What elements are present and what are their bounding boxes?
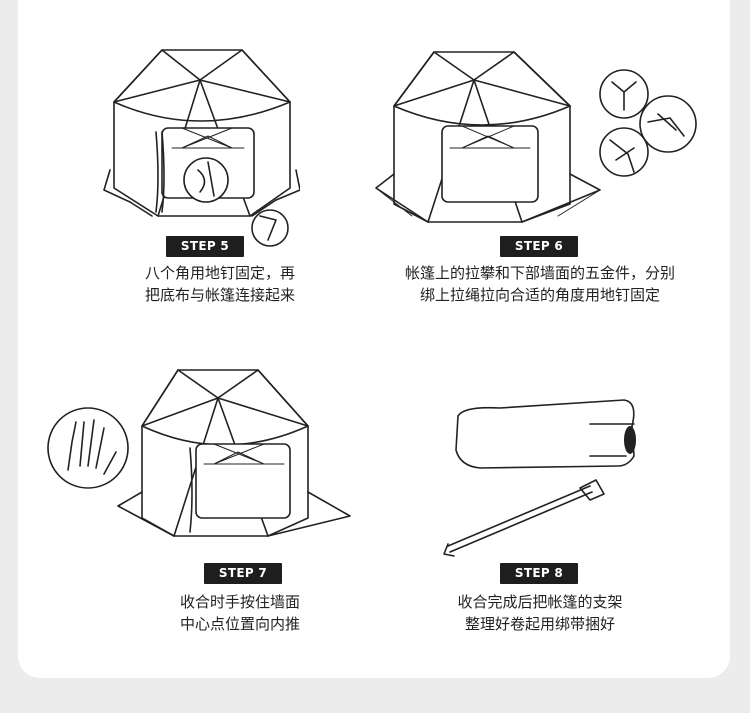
step8-caption: 收合完成后把帐篷的支架 整理好卷起用绑带捆好 bbox=[420, 591, 660, 635]
step8-caption-line1: 收合完成后把帐篷的支架 bbox=[457, 593, 623, 611]
step5-badge: STEP 5 bbox=[166, 236, 244, 257]
step5-caption-line1: 八个角用地钉固定，再 bbox=[144, 264, 295, 282]
step8-caption-line2: 整理好卷起用绑带捆好 bbox=[464, 615, 615, 633]
step7-caption-line2: 中心点位置向内推 bbox=[179, 615, 300, 633]
step6-badge: STEP 6 bbox=[500, 236, 578, 257]
step6-caption: 帐篷上的拉攀和下部墙面的五金件，分别 绑上拉绳拉向合适的角度用地钉固定 bbox=[380, 262, 700, 306]
step6-illustration bbox=[372, 44, 702, 234]
step6-caption-line1: 帐篷上的拉攀和下部墙面的五金件，分别 bbox=[404, 264, 675, 282]
step5-illustration bbox=[100, 40, 300, 250]
step6-caption-line2: 绑上拉绳拉向合适的角度用地钉固定 bbox=[419, 286, 660, 304]
step8-illustration bbox=[440, 396, 640, 558]
step7-caption: 收合时手按住墙面 中心点位置向内推 bbox=[130, 591, 350, 635]
step7-caption-line1: 收合时手按住墙面 bbox=[179, 593, 300, 611]
step8-badge: STEP 8 bbox=[500, 563, 578, 584]
step5-caption: 八个角用地钉固定，再 把底布与帐篷连接起来 bbox=[90, 262, 350, 306]
step5-caption-line2: 把底布与帐篷连接起来 bbox=[144, 286, 295, 304]
step7-badge: STEP 7 bbox=[204, 563, 282, 584]
step7-illustration bbox=[46, 366, 356, 556]
